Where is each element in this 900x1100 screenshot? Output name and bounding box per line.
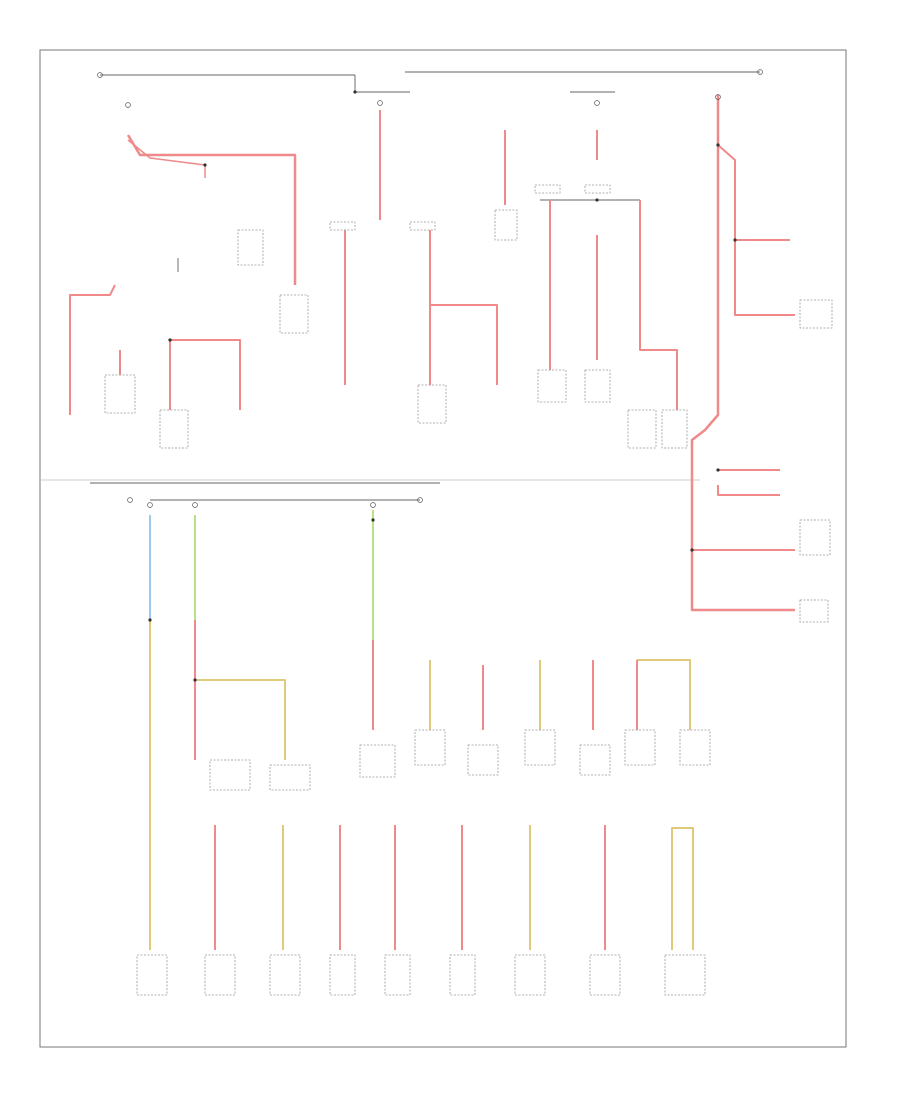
wire-red [430,304,498,385]
wire-group [69,71,795,950]
connector-icon [594,100,600,106]
connector-icon [377,100,383,106]
wire-red [690,95,795,612]
component-box [661,409,688,449]
component-box [409,221,436,231]
splice-dot [193,678,197,682]
component-box [467,744,499,776]
component-box [679,729,711,766]
component-box [584,184,611,194]
splice-group [97,69,763,682]
wire-red [717,485,780,496]
component-box [799,519,831,556]
splice-dot [353,90,357,94]
component-box [329,954,356,996]
component-box [159,409,189,449]
connector-icon [757,69,763,75]
connector-icon [192,502,198,508]
wire-yellow [195,679,286,760]
component-box [799,599,829,623]
component-box [624,729,656,766]
component-box [584,369,611,403]
splice-dot [733,238,737,242]
component-box [204,954,236,996]
splice-dot [148,618,152,622]
wire-red [169,339,241,410]
component-box [514,954,546,996]
connector-icon [715,94,721,100]
component-box [136,954,168,996]
connector-icon [417,497,423,503]
wire-red [126,134,297,285]
component-box [279,294,309,334]
component-box [524,729,556,766]
connector-icon [125,102,131,108]
component-box [417,384,447,424]
component-box [664,954,706,996]
wire-red [717,144,795,316]
splice-dot [595,198,599,202]
component-box [329,221,356,231]
wire-red [127,139,206,178]
component-box [104,374,136,414]
splice-dot [716,468,720,472]
component-box [237,229,264,266]
splice-dot [203,163,207,167]
component-box [534,184,561,194]
component-box [627,409,657,449]
component-box [269,764,311,791]
component-box [384,954,411,996]
splice-dot [716,143,720,147]
wire-red [69,284,116,415]
component-box [799,299,833,329]
component-box [414,729,446,766]
component-box [359,744,396,778]
wire-black [354,75,410,93]
component-group [104,184,833,996]
component-box [209,759,251,791]
component-box [269,954,301,996]
component-box [449,954,476,996]
splice-dot [168,338,172,342]
splice-dot [371,518,375,522]
component-box [494,209,518,241]
component-box [537,369,567,403]
wire-yellow [637,659,691,730]
component-box [589,954,621,996]
diagram-frame [39,49,847,1048]
wire-red [639,200,678,410]
connector-icon [97,72,103,78]
connector-icon [370,502,376,508]
component-box [579,744,611,776]
connector-icon [127,497,133,503]
wire-yellow [671,827,694,950]
connector-icon [147,502,153,508]
splice-dot [690,548,694,552]
